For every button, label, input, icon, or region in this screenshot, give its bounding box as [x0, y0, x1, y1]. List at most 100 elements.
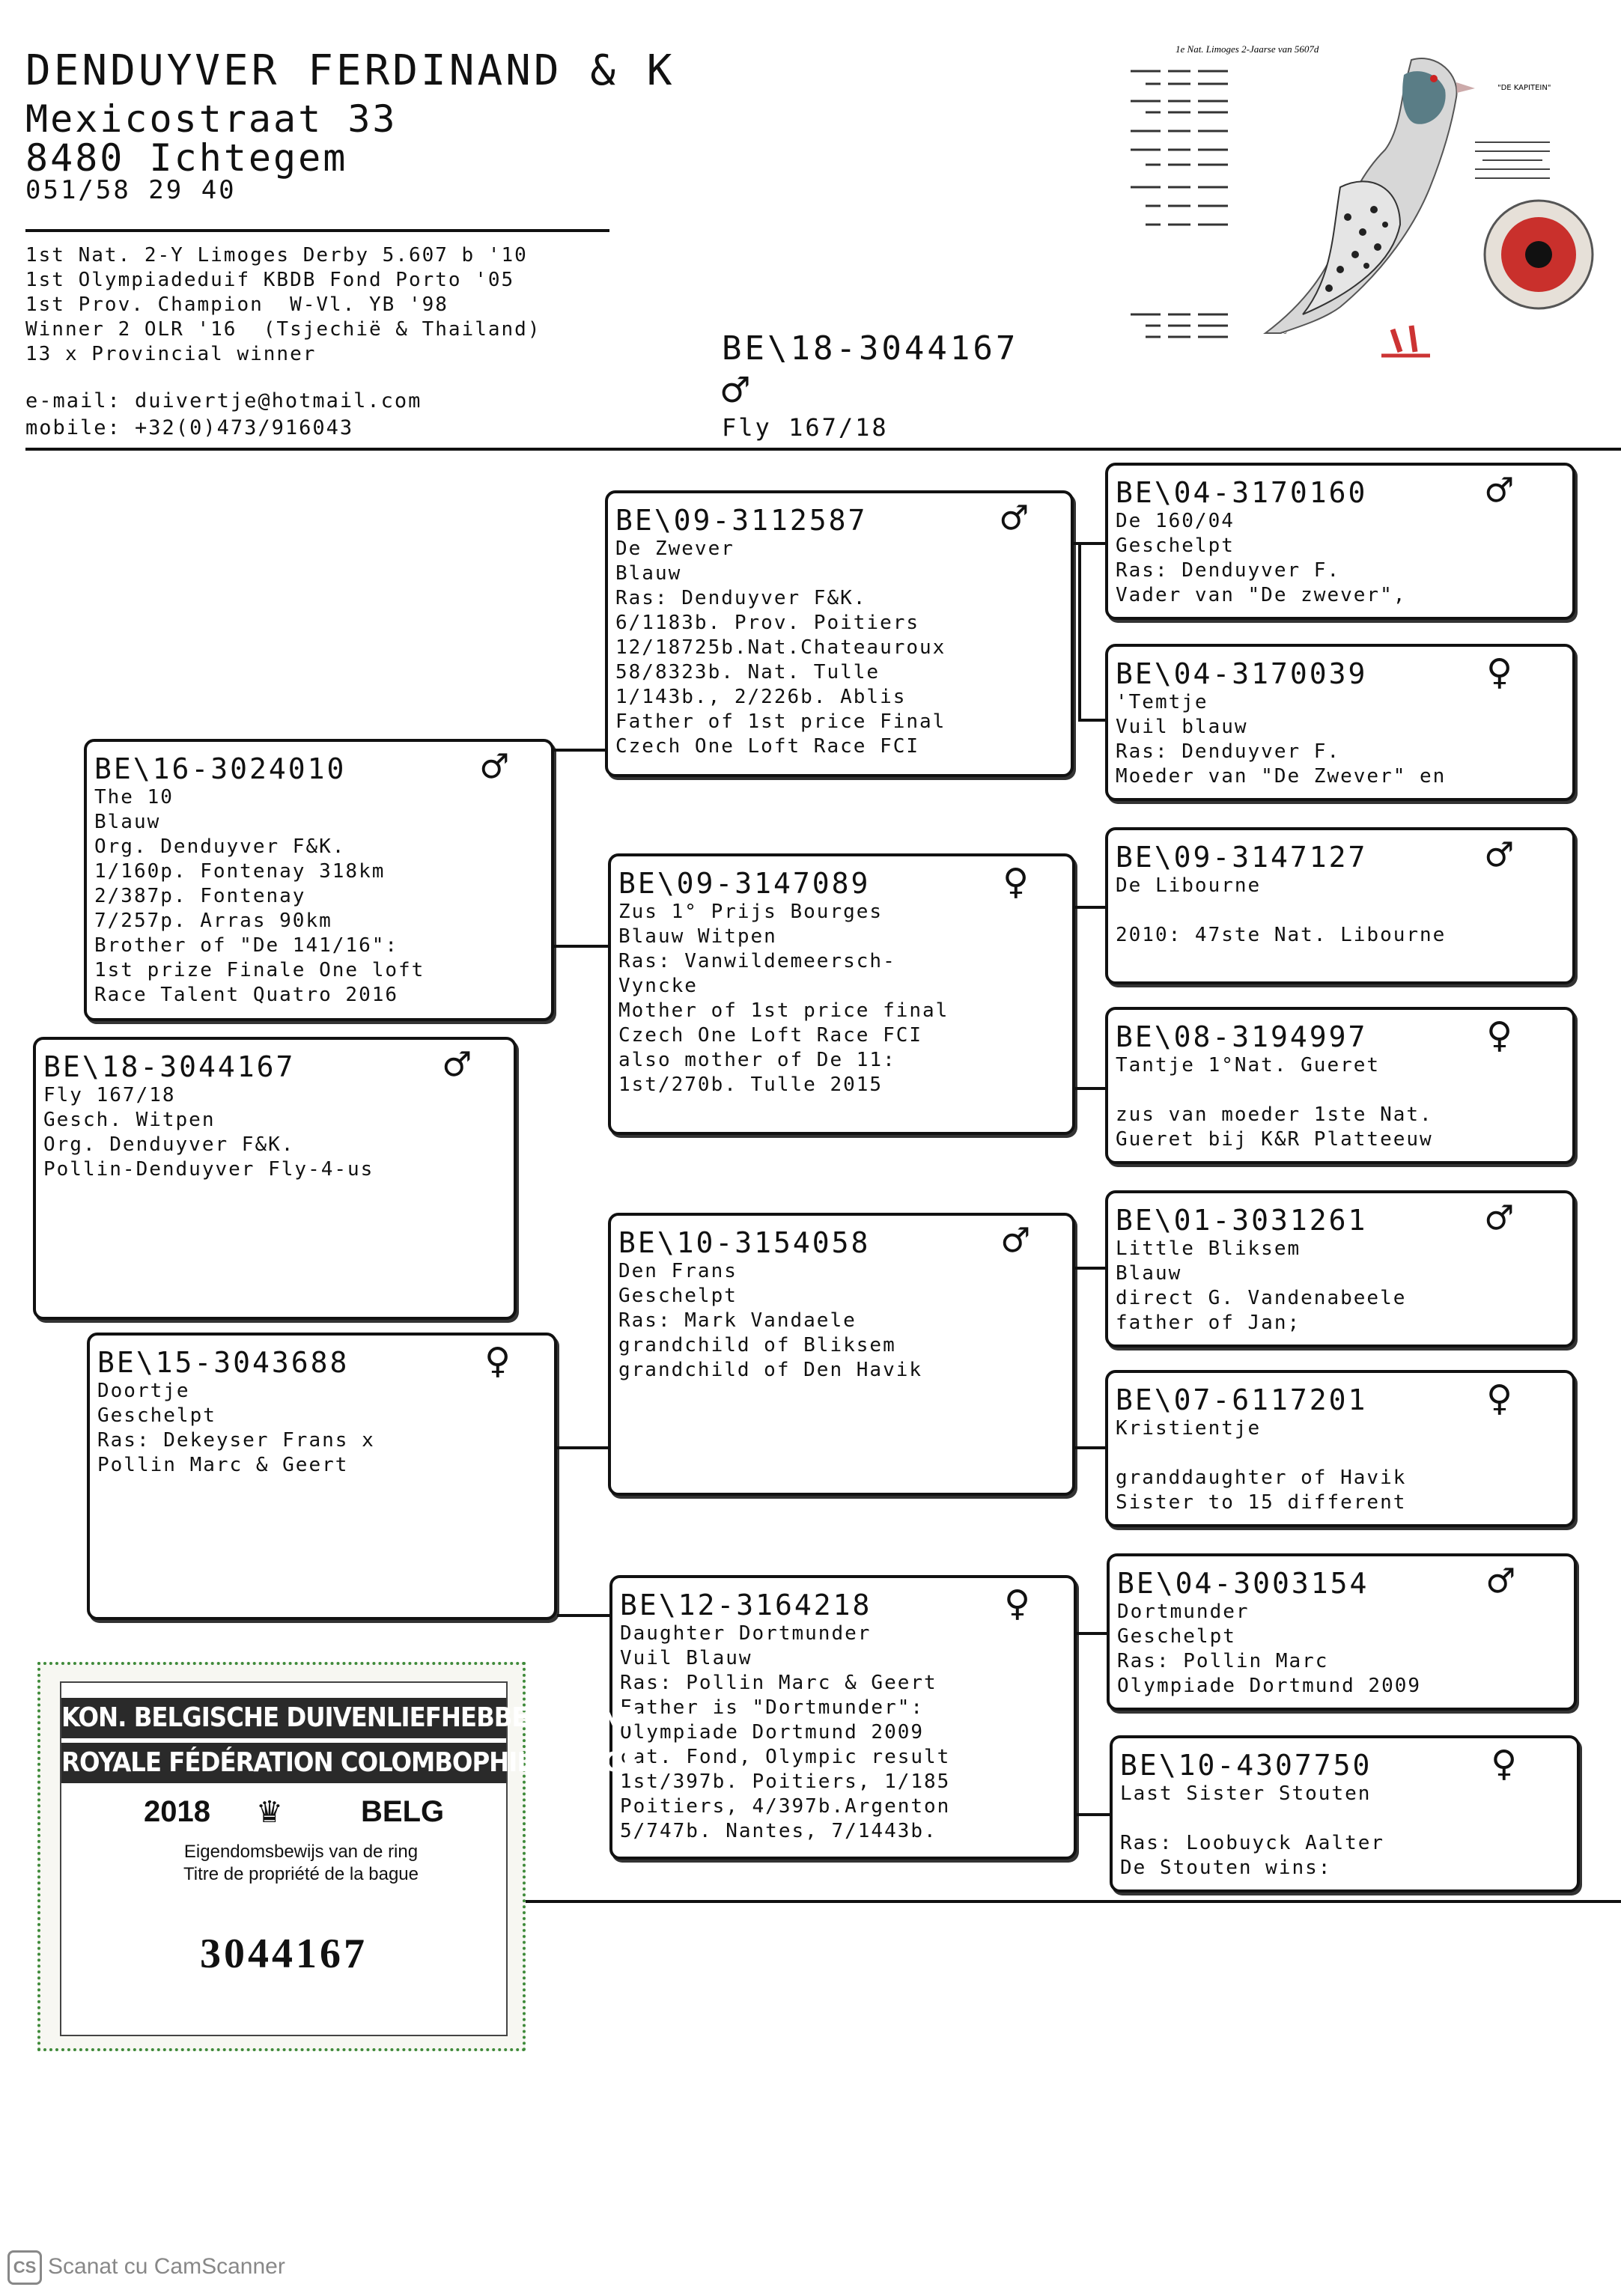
card-line: Org. Denduyver F&K. — [94, 835, 346, 858]
header-divider — [25, 229, 609, 232]
card-line: Brother of "De 141/16": — [94, 934, 399, 957]
ticket-year: 2018 — [144, 1795, 210, 1828]
pedigree-card-dam-sire[interactable]: BE\10-3154058 ♂ Den Frans Geschelpt Ras:… — [608, 1213, 1075, 1496]
pedigree-card-sss[interactable]: BE\04-3170160 ♂ De 160/04 Geschelpt Ras:… — [1105, 463, 1575, 620]
card-line: Ras: Dekeyser Frans x — [97, 1429, 375, 1452]
pedigree-card-sire[interactable]: BE\16-3024010 ♂ The 10 Blauw Org. Denduy… — [84, 739, 554, 1021]
owner-city: 8480 Ichtegem — [25, 136, 348, 180]
card-line: Czech One Loft Race FCI — [618, 1024, 923, 1047]
pedigree-card-dam-dam[interactable]: BE\12-3164218 ♀ Daughter Dortmunder Vuil… — [609, 1575, 1077, 1860]
card-line: Ras: Pollin Marc & Geert — [620, 1672, 937, 1694]
pedigree-card-dds[interactable]: BE\04-3003154 ♂ Dortmunder Geschelpt Ras… — [1107, 1553, 1577, 1711]
connector — [557, 1614, 609, 1617]
male-symbol-icon: ♂ — [444, 1039, 470, 1090]
pedigree-card-ssd[interactable]: BE\04-3170039 ♀ 'Temtje Vuil blauw Ras: … — [1105, 644, 1575, 801]
connector — [1075, 1087, 1105, 1090]
card-line: 58/8323b. Nat. Tulle — [615, 661, 881, 683]
connector — [1075, 1267, 1105, 1270]
card-line: Ras: Denduyver F. — [1116, 740, 1341, 763]
crown-icon: ♛ — [256, 1795, 283, 1830]
card-line: Daughter Dortmunder — [620, 1622, 872, 1645]
contact-mobile[interactable]: mobile: +32(0)473/916043 — [25, 416, 354, 439]
card-line: Geschelpt — [1117, 1625, 1236, 1648]
card-line: Fly 167/18 — [43, 1084, 176, 1106]
male-symbol-icon: ♂ — [1003, 1215, 1029, 1266]
card-line: Vuil Blauw — [620, 1647, 752, 1669]
card-line: 7/257p. Arras 90km — [94, 910, 332, 932]
card-line: Blauw — [1116, 1262, 1182, 1285]
card-line: Zus 1° Prijs Bourges — [618, 901, 884, 923]
card-line: Ras: Loobuyck Aalter — [1120, 1832, 1385, 1854]
ticket-org-nl: KON. BELGISCHE DUIVENLIEFHEBBERSBOND — [61, 1698, 639, 1738]
ring-number: BE\09-3147127 — [1116, 841, 1368, 874]
card-line: Doortje — [97, 1380, 190, 1402]
pedigree-card-sire-dam[interactable]: BE\09-3147089 ♀ Zus 1° Prijs Bourges Bla… — [608, 853, 1075, 1135]
owner-name: DENDUYVER FERDINAND & K — [25, 46, 675, 95]
camscanner-logo-icon: CS — [7, 2250, 42, 2285]
male-symbol-icon: ♂ — [722, 365, 749, 417]
pedigree-card-sdd[interactable]: BE\08-3194997 ♀ Tantje 1°Nat. Gueret zus… — [1105, 1007, 1575, 1164]
ticket-sub-fr: Titre de propriété de la bague — [183, 1864, 419, 1884]
card-line: 1/160p. Fontenay 318km — [94, 860, 386, 883]
ring-number: BE\09-3147089 — [618, 867, 871, 900]
male-symbol-icon: ♂ — [1486, 465, 1512, 516]
card-line: Geschelpt — [1116, 535, 1235, 557]
ticket-sub-nl: Eigendomsbewijs van de ring — [183, 1842, 419, 1862]
female-symbol-icon: ♀ — [1486, 1372, 1512, 1423]
card-line: Den Frans — [618, 1260, 737, 1282]
ring-number: BE\08-3194997 — [1116, 1020, 1368, 1053]
ring-number: BE\04-3170160 — [1116, 476, 1368, 509]
ticket-country: BELG — [361, 1795, 445, 1828]
pigeon-photo: 1e Nat. Limoges 2-Jaarse van 5607d "DE K… — [1116, 37, 1595, 367]
ring-number: BE\16-3024010 — [94, 752, 347, 785]
card-line: Olympiade Dortmund 2009 — [1117, 1675, 1422, 1697]
pedigree-card-self[interactable]: BE\18-3044167 ♂ Fly 167/18 Gesch. Witpen… — [33, 1037, 517, 1320]
card-line: Ras: Denduyver F&K. — [615, 587, 867, 609]
card-line: Geschelpt — [618, 1285, 737, 1307]
card-line: zus van moeder 1ste Nat. — [1116, 1103, 1433, 1126]
ring-number: BE\04-3003154 — [1117, 1567, 1369, 1600]
pedigree-card-dss[interactable]: BE\01-3031261 ♂ Little Bliksem Blauw dir… — [1105, 1190, 1575, 1348]
photo-label: "DE KAPITEIN" — [1497, 84, 1551, 92]
connector — [1074, 542, 1080, 545]
ticket-org-fr: ROYALE FÉDÉRATION COLOMBOPHILE BELGE — [61, 1743, 639, 1783]
contact-email[interactable]: e-mail: duivertje@hotmail.com — [25, 389, 422, 412]
card-line: De 160/04 — [1116, 510, 1235, 532]
pedigree-card-sds[interactable]: BE\09-3147127 ♂ De Libourne 2010: 47ste … — [1105, 827, 1575, 984]
connector — [1078, 542, 1105, 545]
card-line: Dortmunder — [1117, 1601, 1250, 1623]
ring-number: BE\10-4307750 — [1120, 1749, 1372, 1782]
card-line — [1120, 1806, 1571, 1831]
connector — [557, 1446, 608, 1449]
card-line: granddaughter of Havik — [1116, 1467, 1407, 1489]
card-line: Ras: Pollin Marc — [1117, 1650, 1329, 1672]
ring-ownership-certificate: KON. BELGISCHE DUIVENLIEFHEBBERSBOND ROY… — [37, 1662, 639, 2051]
card-line: 1st/270b. Tulle 2015 — [618, 1074, 884, 1096]
pedigree-card-dsd[interactable]: BE\07-6117201 ♀ Kristientje granddaughte… — [1105, 1370, 1575, 1527]
card-line: Geschelpt — [97, 1404, 216, 1427]
card-line: Vyncke — [618, 975, 698, 997]
card-line: Kristientje — [1116, 1417, 1262, 1440]
female-symbol-icon: ♀ — [1486, 1009, 1512, 1060]
bottom-rule — [526, 1900, 1621, 1903]
connector — [1077, 1813, 1110, 1816]
pedigree-card-sire-sire[interactable]: BE\09-3112587 ♂ De Zwever Blauw Ras: Den… — [605, 490, 1074, 777]
card-line: 1st prize Finale One loft — [94, 959, 425, 981]
card-line: De Libourne — [1116, 874, 1262, 897]
card-line: Gesch. Witpen — [43, 1109, 216, 1131]
card-line: grandchild of Den Havik — [618, 1359, 923, 1381]
card-line: Ras: Denduyver F. — [1116, 559, 1341, 582]
card-line: 'Temtje — [1116, 691, 1208, 713]
pedigree-card-ddd[interactable]: BE\10-4307750 ♀ Last Sister Stouten Ras:… — [1110, 1735, 1580, 1892]
pedigree-card-dam[interactable]: BE\15-3043688 ♀ Doortje Geschelpt Ras: D… — [87, 1333, 557, 1620]
card-line — [1116, 898, 1566, 923]
male-symbol-icon: ♂ — [1001, 493, 1027, 543]
card-line: Little Bliksem — [1116, 1237, 1301, 1260]
connector — [1077, 1632, 1107, 1635]
achievement: Winner 2 OLR '16 (Tsjechië & Thailand) — [25, 318, 541, 341]
watermark-text: Scanat cu CamScanner — [48, 2253, 285, 2279]
card-line: Tantje 1°Nat. Gueret — [1116, 1054, 1381, 1077]
female-symbol-icon: ♀ — [1486, 646, 1512, 697]
male-symbol-icon: ♂ — [1486, 829, 1512, 880]
